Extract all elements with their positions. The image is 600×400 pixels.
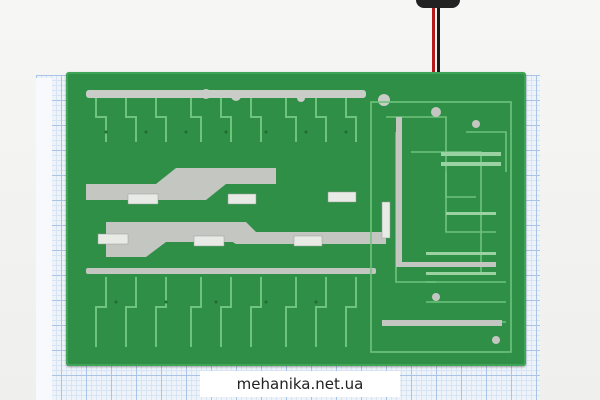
watermark-label: mehanika.net.ua: [200, 371, 400, 397]
pcb-artwork: [66, 72, 526, 366]
white-components: [97, 191, 391, 247]
bottom-pad-row: [95, 277, 357, 347]
black-wire: [437, 0, 440, 72]
via-dots: [104, 130, 348, 304]
bottom-solder-strip: [86, 268, 376, 274]
control-solder: [382, 107, 502, 344]
top-pad-row: [95, 97, 357, 142]
control-section: [370, 101, 512, 353]
wire-connector: [416, 0, 460, 8]
top-solder-blobs: [86, 89, 390, 106]
middle-bus: [86, 168, 386, 257]
ic-pads: [426, 152, 501, 275]
red-wire: [432, 0, 435, 72]
paper-margin-strip: [36, 78, 52, 400]
circuit-board: [66, 72, 526, 366]
